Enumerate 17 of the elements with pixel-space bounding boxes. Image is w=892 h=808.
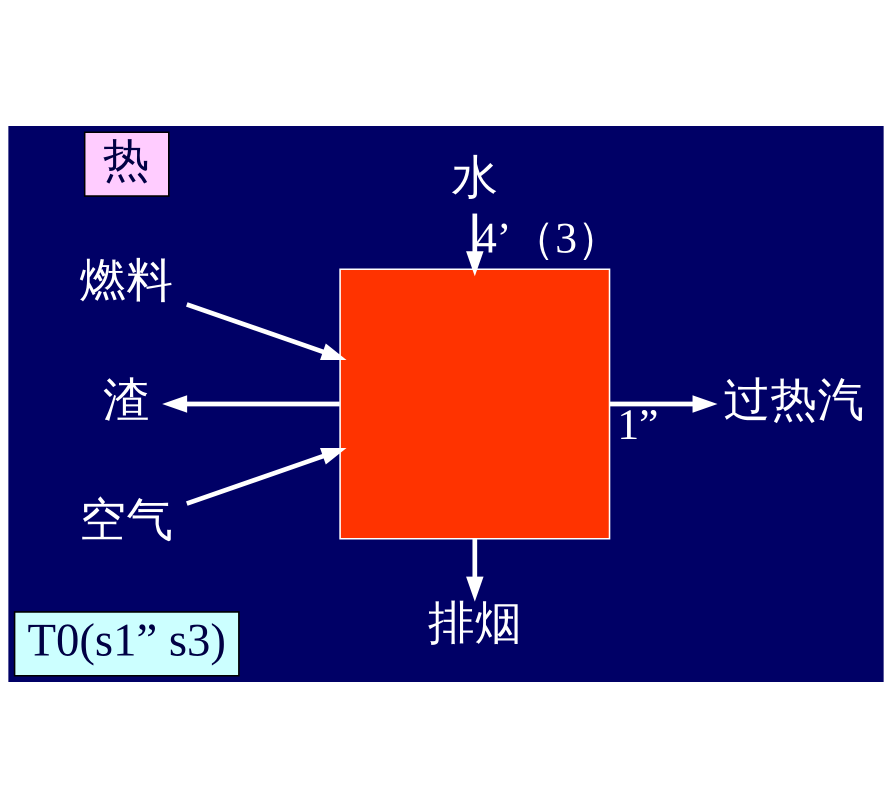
arrow [466, 539, 484, 602]
node-box: T0(s1” s3) [14, 611, 240, 677]
node-box: 热 [84, 131, 170, 197]
arrow [186, 302, 346, 360]
node-text: 水 [451, 150, 498, 205]
arrow [162, 395, 340, 413]
node-text: 过热汽 [724, 374, 865, 428]
node-text: 燃料 [80, 254, 174, 308]
arrow [466, 214, 484, 276]
node-text: 渣 [103, 374, 150, 428]
node-box [339, 268, 610, 540]
node-text: 排烟 [428, 596, 522, 650]
edge-label: 4’（3） [474, 214, 622, 262]
node-text: 空气 [80, 494, 174, 548]
edge-label: 1” [617, 400, 659, 449]
arrow [610, 395, 718, 413]
arrow [186, 448, 346, 506]
